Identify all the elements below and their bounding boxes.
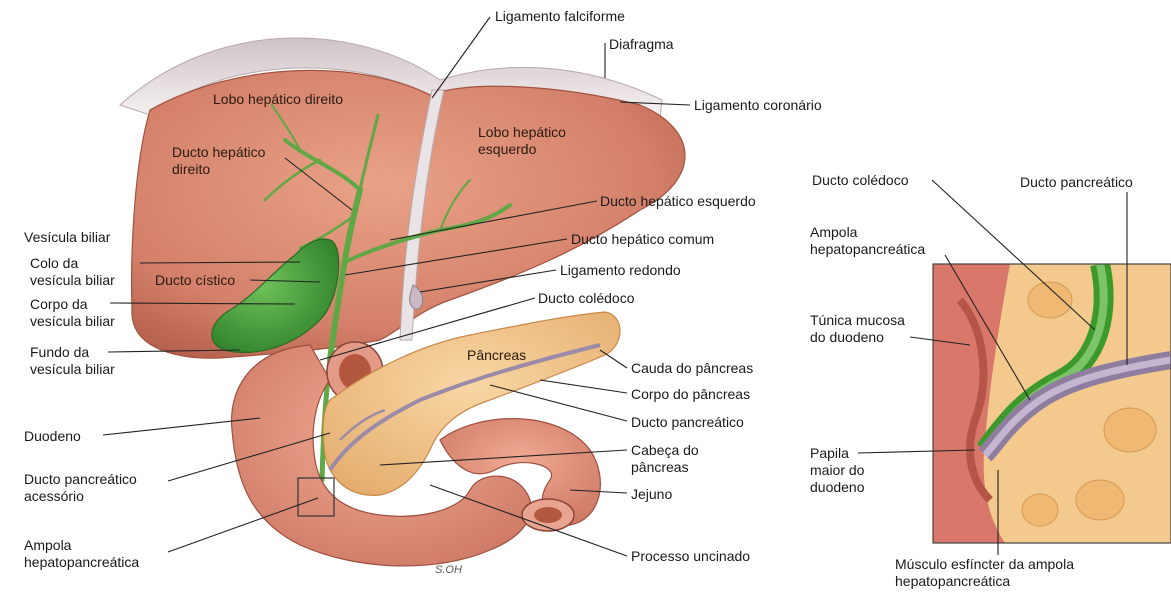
inset-label-tunica-mucosa: Túnica mucosa do duodeno — [810, 312, 905, 345]
label-lobo-esquerdo: Lobo hepático esquerdo — [478, 124, 566, 157]
label-duodeno: Duodeno — [24, 428, 81, 444]
label-ducto-hepatico-esquerdo: Ducto hepático esquerdo — [600, 193, 756, 209]
label-diafragma: Diafragma — [609, 36, 674, 52]
label-fundo-vesicula: Fundo da vesícula biliar — [30, 344, 115, 377]
label-ligamento-coronario: Ligamento coronário — [694, 97, 822, 113]
label-ligamento-redondo: Ligamento redondo — [560, 262, 681, 278]
label-lobo-direito: Lobo hepático direito — [213, 91, 343, 107]
inset-label-ducto-pancreatico: Ducto pancreático — [1020, 174, 1133, 190]
gallbladder — [211, 238, 340, 353]
label-ducto-pancreatico-acessorio: Ducto pancreático acessório — [24, 471, 137, 504]
label-vesicula-biliar: Vesícula biliar — [24, 229, 111, 245]
ligamento-redondo-shape — [409, 284, 424, 310]
inset-label-ducto-coledoco: Ducto colédoco — [812, 172, 909, 188]
leader-lines — [102, 16, 1128, 557]
inset-label-ampola: Ampola hepatopancreática — [810, 224, 926, 257]
label-ampola: Ampola hepatopancreática — [24, 537, 140, 570]
falciform-ligament — [399, 89, 445, 341]
signature: S.OH — [435, 564, 462, 576]
inset-frame — [932, 263, 1171, 544]
label-colo-vesicula: Colo da vesícula biliar — [30, 255, 115, 288]
label-pancreas: Pâncreas — [467, 347, 527, 363]
label-jejuno: Jejuno — [631, 486, 673, 502]
label-ducto-coledoco: Ducto colédoco — [538, 290, 635, 306]
inset-label-musculo-esfincter: Músculo esfíncter da ampola hepatopancre… — [895, 556, 1074, 589]
label-ducto-pancreatico: Ducto pancreático — [631, 414, 744, 430]
label-corpo-pancreas: Corpo do pâncreas — [631, 386, 751, 402]
label-processo-uncinado: Processo uncinado — [631, 548, 751, 564]
label-ligamento-falciforme: Ligamento falciforme — [495, 8, 625, 24]
inset-illustration — [933, 264, 1171, 543]
label-ducto-hepatico-direito: Ducto hepático direito — [172, 144, 266, 177]
inset-label-papila: Papila maior do duodeno — [810, 445, 865, 495]
label-corpo-vesicula: Corpo da vesícula biliar — [30, 296, 115, 329]
label-cauda-pancreas: Cauda do pâncreas — [631, 360, 754, 376]
label-cabeca-pancreas: Cabeça do pâncreas — [631, 442, 699, 475]
ampulla-box — [297, 477, 335, 517]
diaphragm — [119, 37, 663, 119]
label-ducto-cistico: Ducto cístico — [155, 272, 236, 288]
pancreatic-duct-shape — [328, 343, 601, 472]
label-ducto-hepatico-comum: Ducto hepático comum — [571, 231, 715, 247]
